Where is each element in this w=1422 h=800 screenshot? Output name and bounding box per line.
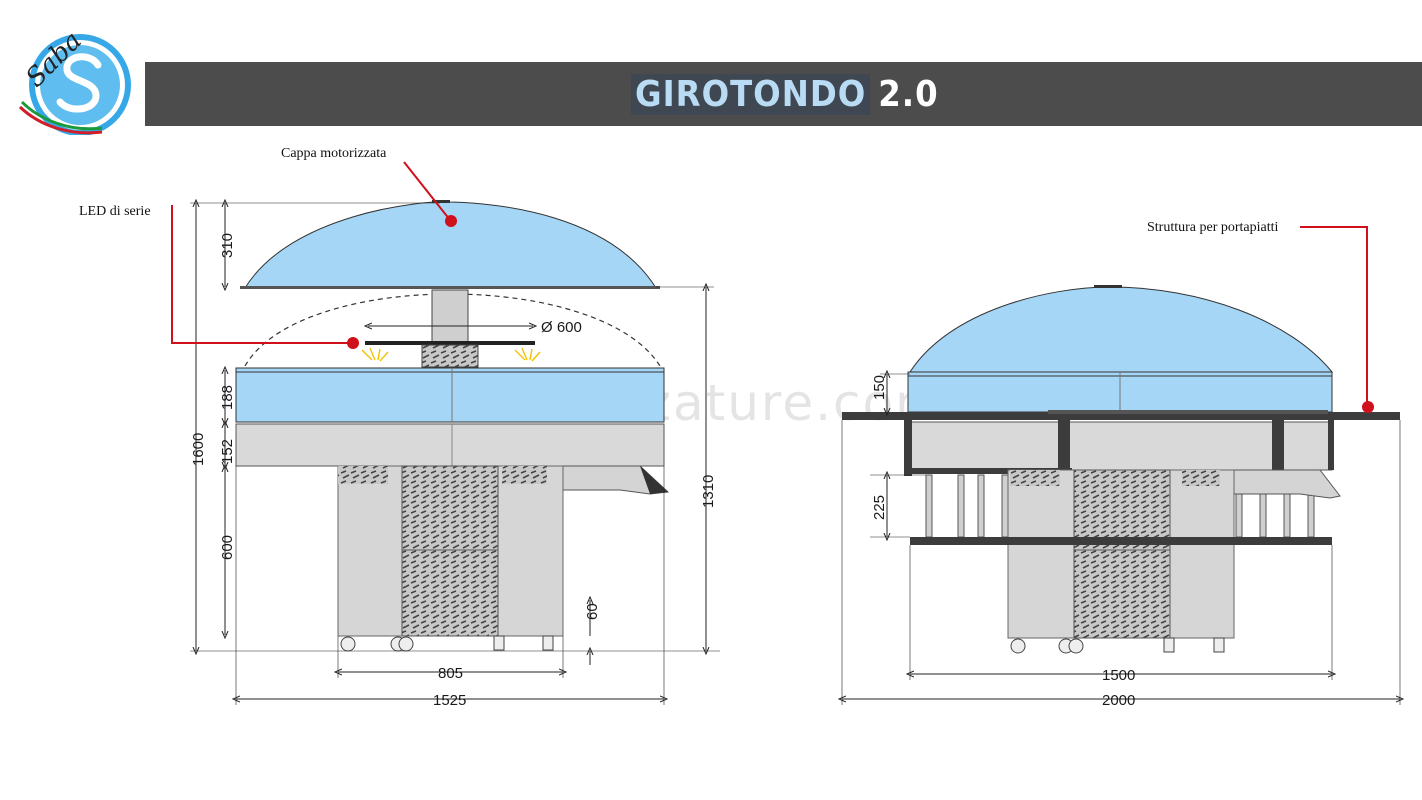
callout-hood-dot: [445, 215, 457, 227]
side-view: 150 225 1500 2000 Struttura per portapia…: [842, 220, 1400, 709]
callout-plate-structure-dot: [1362, 401, 1374, 413]
motor-housing: [421, 344, 479, 368]
dim-side-total-width: 2000: [1102, 692, 1135, 709]
dim-lower-band: 152: [219, 439, 236, 464]
side-grille: [1073, 469, 1171, 639]
dim-hood-height: 310: [219, 233, 236, 258]
hood-knob: [432, 200, 450, 203]
front-view: 310 Ø 600 188 152 600 1600 1310 60 805 1…: [79, 146, 720, 709]
dim-total-width: 1525: [433, 692, 466, 709]
dim-base-height: 600: [219, 535, 236, 560]
callout-hood-label: Cappa motorizzata: [281, 146, 387, 161]
led-plate: [365, 341, 535, 345]
saba-logo: Saba: [18, 26, 131, 135]
page-title: GIROTONDO 2.0: [631, 66, 939, 122]
led-light: [361, 347, 541, 362]
title-main: GIROTONDO: [631, 73, 871, 115]
wheels: [340, 635, 554, 652]
dim-base-width: 805: [438, 665, 463, 682]
front-grille: [401, 465, 499, 637]
callout-led-label: LED di serie: [79, 204, 151, 219]
title-version: 2.0: [878, 73, 939, 115]
side-steel-band: [907, 421, 1333, 471]
plate-structure-bottom: [910, 537, 1332, 545]
dim-shelf-gap: 225: [871, 495, 888, 520]
lower-steel-band: [235, 423, 665, 467]
upper-glass-band: [235, 367, 665, 423]
hood-column: [431, 289, 469, 343]
dim-side-upper-band: 150: [871, 375, 888, 400]
dim-counter-height: 1310: [700, 475, 717, 508]
callout-led-dot: [347, 337, 359, 349]
hood-rim: [240, 286, 660, 289]
plate-structure-top: [842, 412, 1400, 420]
callout-plate-structure-label: Struttura per portapiatti: [1147, 220, 1279, 235]
dim-hood-diameter: Ø 600: [541, 319, 582, 336]
dim-wheel-height: 60: [584, 603, 601, 620]
side-hood-dome: [909, 286, 1334, 373]
dim-total-height: 1600: [190, 433, 207, 466]
hood-dome: [244, 201, 657, 289]
dim-side-inner-width: 1500: [1102, 667, 1135, 684]
dim-upper-band: 188: [219, 385, 236, 410]
